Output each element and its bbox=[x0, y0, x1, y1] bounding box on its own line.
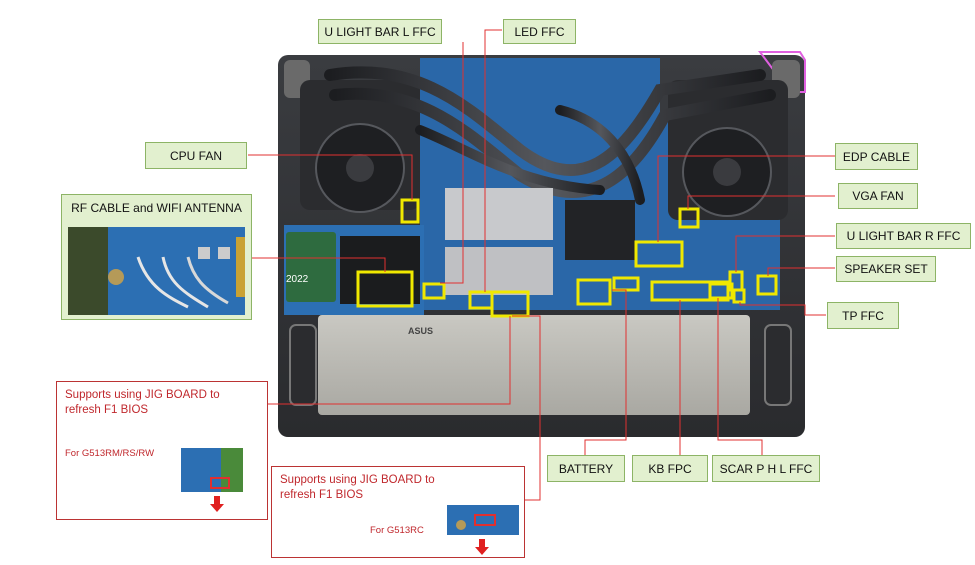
cpu-fan-assembly bbox=[300, 80, 420, 213]
battery-cable-box bbox=[576, 278, 612, 306]
label-battery: BATTERY bbox=[547, 455, 625, 482]
jig-right-line bbox=[512, 315, 541, 501]
cpu-fan-line bbox=[248, 154, 413, 200]
label-led-ffc: LED FFC bbox=[503, 19, 576, 44]
u-light-bar-l-box bbox=[422, 282, 446, 300]
label-scar-p-h-l-ffc: SCAR P H L FFC bbox=[712, 455, 820, 482]
battery-pack bbox=[318, 315, 750, 415]
ssd-slot bbox=[340, 236, 420, 304]
ram-shield-2 bbox=[445, 247, 553, 295]
scar-line bbox=[717, 298, 763, 455]
battery-line bbox=[584, 289, 627, 455]
jig-note-right-model: For G513RC bbox=[370, 525, 424, 536]
wifi-card bbox=[286, 232, 336, 302]
speaker-set-box bbox=[756, 274, 778, 296]
jig-note-left-model: For G513RM/RS/RW bbox=[65, 448, 155, 459]
gpu-block bbox=[565, 200, 635, 260]
label-kb-fpc: KB FPC bbox=[632, 455, 708, 482]
red-arrow-icon bbox=[210, 496, 224, 512]
speaker-set-line bbox=[767, 267, 835, 276]
label-speaker-set: SPEAKER SET bbox=[836, 256, 936, 282]
connector-highlights bbox=[356, 198, 778, 318]
label-cpu-fan: CPU FAN bbox=[145, 142, 247, 169]
jig-board-left-image bbox=[181, 448, 243, 512]
year-mark: 2022 bbox=[286, 274, 309, 285]
edp-cable-box bbox=[634, 240, 684, 268]
vga-fan-connector-box bbox=[678, 207, 700, 229]
u-light-bar-r-line bbox=[735, 235, 835, 272]
label-rf-cable-wifi-antenna: RF CABLE and WIFI ANTENNA bbox=[71, 201, 242, 215]
jig-note-right: Supports using JIG BOARD to refresh F1 B… bbox=[271, 466, 525, 558]
label-u-light-bar-l-ffc: U LIGHT BAR L FFC bbox=[318, 19, 442, 44]
right-speaker bbox=[764, 324, 792, 406]
jig-board-right-image bbox=[447, 505, 519, 555]
u-light-bar-l-line bbox=[440, 42, 464, 284]
led-ffc-line bbox=[484, 29, 502, 292]
label-u-light-bar-r-ffc: U LIGHT BAR R FFC bbox=[836, 223, 971, 249]
ram-shield-1 bbox=[445, 188, 553, 240]
cpu-fan-connector-box bbox=[400, 198, 420, 224]
vga-fan-assembly bbox=[668, 80, 788, 220]
rf-cable-photo bbox=[68, 227, 245, 315]
red-arrow-icon bbox=[475, 539, 489, 555]
kb-fpc-long-box bbox=[650, 280, 730, 302]
rf-cable-inset: RF CABLE and WIFI ANTENNA bbox=[61, 194, 252, 320]
label-edp-cable: EDP CABLE bbox=[835, 143, 918, 170]
tp-ffc-line bbox=[739, 302, 826, 316]
left-speaker bbox=[289, 324, 317, 406]
rf-cable-line bbox=[252, 257, 386, 272]
tp-ffc-box bbox=[732, 288, 746, 304]
jig-note-left: Supports using JIG BOARD to refresh F1 B… bbox=[56, 381, 268, 520]
label-vga-fan: VGA FAN bbox=[838, 183, 918, 209]
jig-note-left-title: Supports using JIG BOARD to refresh F1 B… bbox=[65, 389, 220, 416]
edp-cable-line bbox=[657, 155, 835, 242]
vga-fan-line bbox=[687, 195, 835, 209]
heat-pipes bbox=[324, 66, 776, 255]
label-tp-ffc: TP FFC bbox=[827, 302, 899, 329]
jig-note-right-title: Supports using JIG BOARD to refresh F1 B… bbox=[280, 474, 435, 501]
battery-brand-mark: ASUS bbox=[408, 326, 433, 336]
